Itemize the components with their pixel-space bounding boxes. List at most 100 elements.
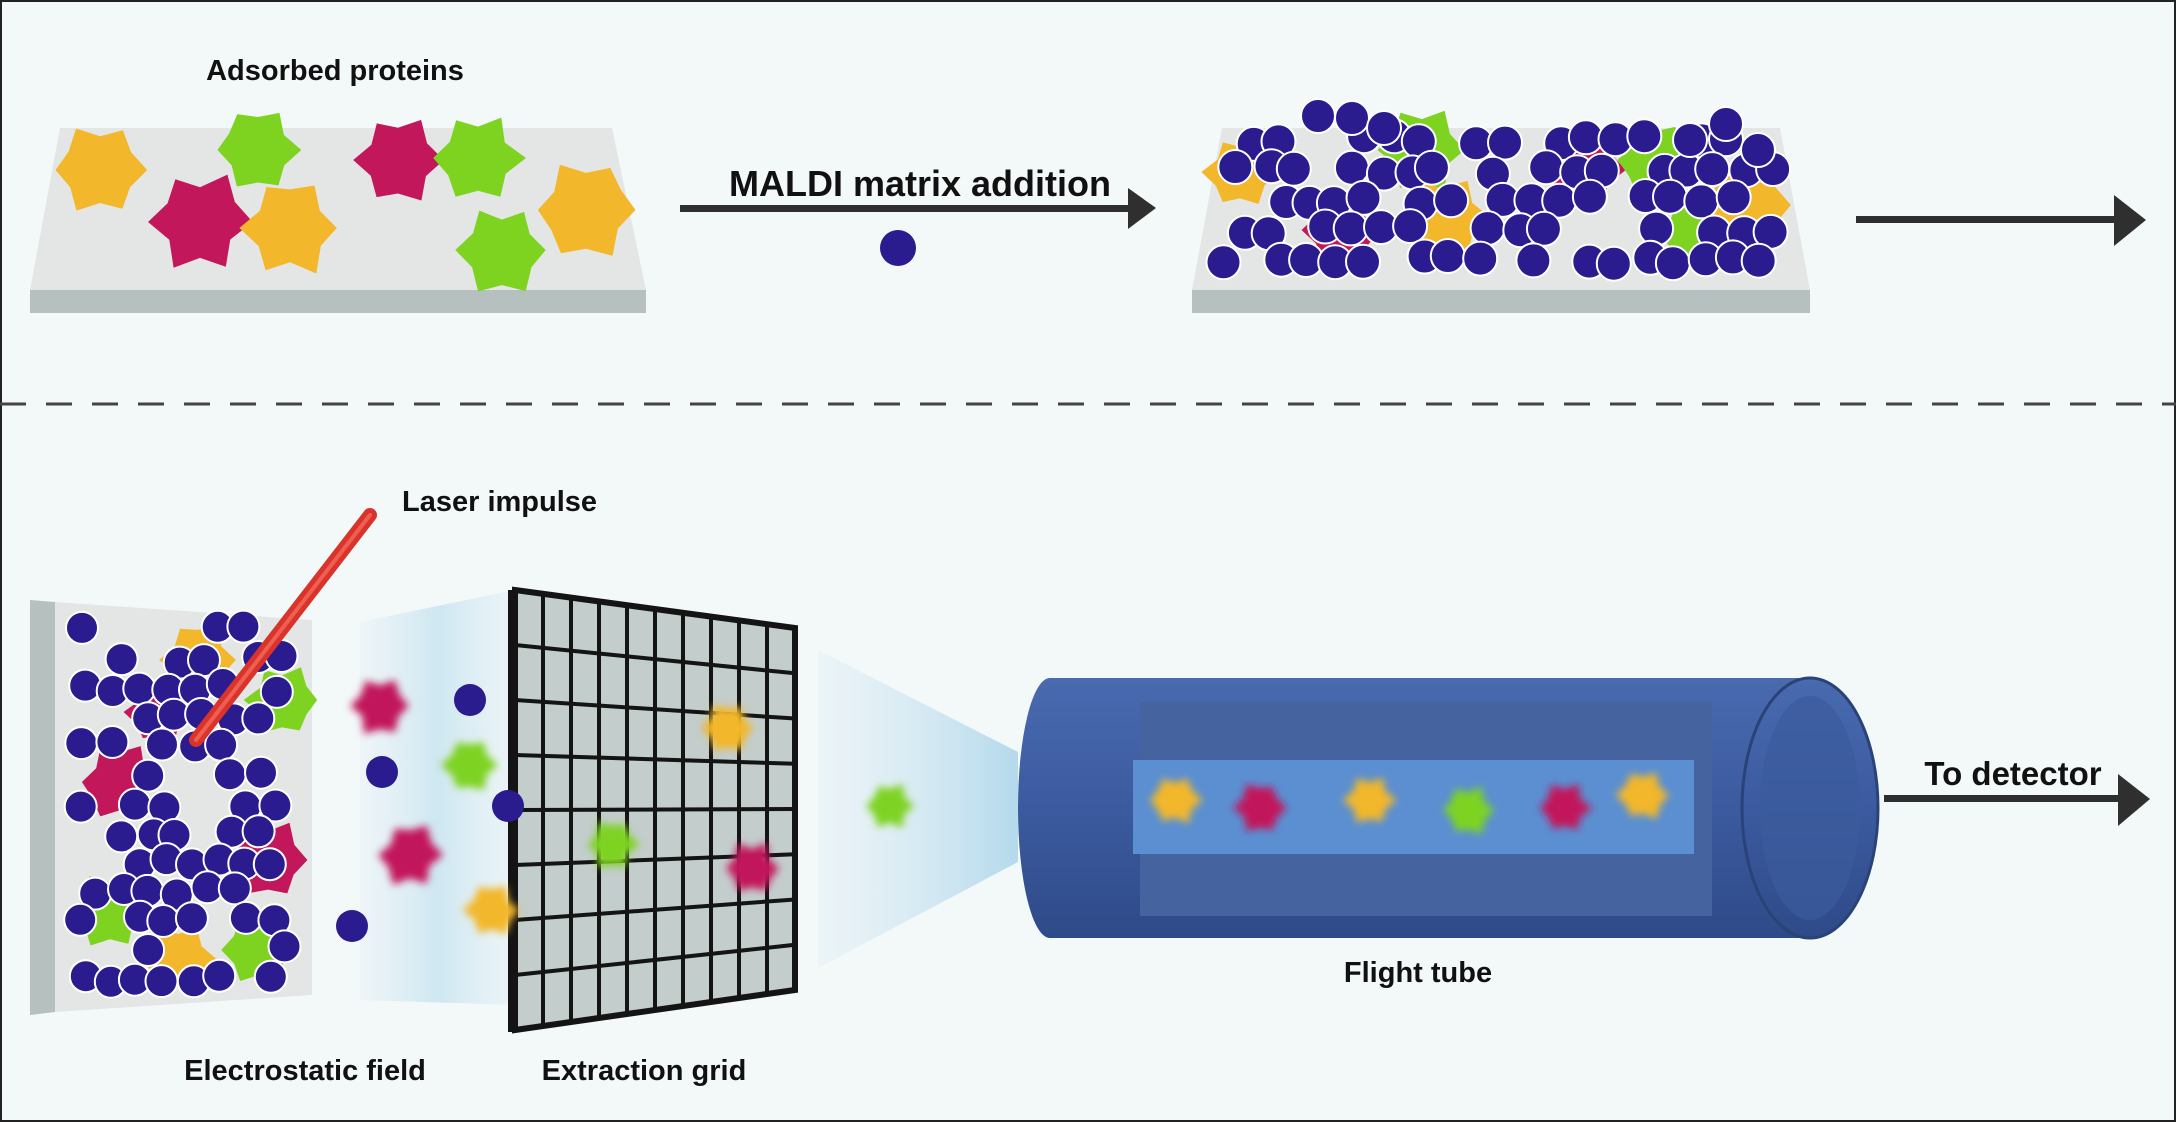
adsorbed-proteins-plate [30, 112, 646, 313]
label-maldi-matrix-addition: MALDI matrix addition [729, 163, 1111, 204]
matrix-molecule-icon [1528, 149, 1565, 186]
matrix-molecule-icon [63, 902, 98, 937]
matrix-molecule-icon [64, 726, 99, 761]
label-adsorbed-proteins: Adsorbed proteins [206, 55, 464, 87]
matrix-molecule-icon [217, 871, 252, 906]
protein-icon [1443, 786, 1495, 834]
protein-icon [1342, 777, 1397, 823]
matrix-molecule-icon [131, 933, 166, 967]
matrix-molecule-icon [1332, 210, 1369, 247]
protein-icon [588, 821, 640, 868]
protein-icon [726, 842, 779, 891]
protein-icon [148, 174, 253, 268]
matrix-molecule-icon [226, 609, 261, 644]
matrix-molecule-icon [146, 904, 181, 938]
matrix-molecule-icon [336, 910, 368, 942]
label-electrostatic-field: Electrostatic field [184, 1055, 426, 1087]
protein-icon [537, 164, 636, 256]
matrix-coated-plate [1192, 98, 1810, 313]
matrix-molecule-icon [63, 789, 98, 824]
matrix-molecule-icon [258, 788, 293, 823]
matrix-molecule-icon [454, 684, 486, 716]
label-laser-impulse: Laser impulse [402, 486, 597, 518]
protein-icon [866, 784, 915, 828]
matrix-molecule-icon [1654, 245, 1691, 282]
protein-icon [1615, 772, 1669, 819]
matrix-molecule-icon [204, 727, 239, 762]
matrix-molecule-icon [202, 958, 237, 993]
protein-icon [217, 112, 302, 187]
matrix-molecule-icon [1595, 245, 1632, 282]
matrix-molecule-icon [1469, 210, 1506, 247]
matrix-molecule-icon [267, 929, 302, 964]
matrix-molecule-icon [104, 642, 139, 677]
electrostatic-field-beam [360, 590, 515, 1005]
label-flight-tube: Flight tube [1344, 957, 1492, 989]
matrix-molecule-icon [366, 756, 398, 788]
matrix-molecule-icon [1525, 210, 1562, 247]
protein-icon [55, 128, 148, 211]
matrix-molecule-icon [1626, 118, 1663, 155]
matrix-molecule-icon [117, 787, 152, 822]
matrix-molecule-icon [1652, 178, 1688, 215]
matrix-molecule-icon [1334, 100, 1370, 136]
protein-icon [700, 704, 753, 751]
protein-icon [462, 886, 520, 935]
matrix-molecule-icon [1275, 150, 1312, 187]
protein-icon [433, 117, 526, 197]
matrix-molecule-icon [1433, 182, 1470, 219]
matrix-molecule-icon [244, 755, 278, 790]
matrix-molecule-icon [259, 674, 294, 709]
laser-beam [189, 508, 377, 747]
continue-arrow [1856, 195, 2146, 246]
matrix-molecule-icon [1571, 178, 1608, 215]
matrix-molecule-icon [1715, 179, 1752, 216]
matrix-molecule-icon [1345, 179, 1382, 216]
matrix-molecule-icon [144, 964, 179, 999]
sample-plate [30, 600, 318, 1015]
matrix-molecule-icon [241, 814, 276, 849]
matrix-molecule-icon [253, 959, 288, 994]
matrix-molecule-icon [228, 900, 263, 935]
matrix-molecule-icon [1366, 110, 1402, 146]
matrix-molecule-icon [1708, 106, 1744, 142]
matrix-molecule-icon [1683, 183, 1720, 220]
protein-icon [1150, 778, 1203, 824]
matrix-molecule-icon [104, 819, 139, 854]
desorbed-ions [336, 680, 915, 942]
maldi-arrow [680, 188, 1156, 229]
matrix-molecule-icon [65, 610, 99, 645]
extraction-grid [508, 586, 798, 1034]
matrix-molecule-icon [1205, 244, 1242, 281]
protein-icon [353, 119, 444, 201]
matrix-molecule-icon [252, 847, 287, 882]
flight-tube [1018, 676, 1880, 940]
protein-icon [440, 742, 498, 790]
matrix-molecule-icon [1740, 242, 1777, 279]
ion-beam-to-tube [818, 650, 1018, 968]
matrix-molecule-icon [122, 671, 157, 706]
protein-icon [1233, 784, 1287, 832]
matrix-molecule-icon [1300, 98, 1336, 134]
protein-icon [378, 825, 444, 885]
detector-arrow [1884, 774, 2150, 826]
matrix-molecule-icon [492, 790, 524, 822]
matrix-molecule-icon [1345, 243, 1381, 280]
matrix-molecule-icon [68, 668, 103, 703]
matrix-molecule-icon [880, 230, 916, 266]
matrix-molecule-icon [1740, 132, 1776, 168]
matrix-molecule-icon [1638, 210, 1675, 247]
matrix-molecule-icon [95, 725, 130, 759]
matrix-molecule-icon [145, 727, 179, 762]
matrix-molecule-icon [1392, 208, 1429, 245]
matrix-molecule-icon [174, 901, 209, 936]
matrix-molecule-icon [1333, 149, 1370, 186]
label-extraction-grid: Extraction grid [542, 1055, 747, 1087]
protein-icon [239, 185, 337, 274]
matrix-molecule-icon [1413, 149, 1450, 186]
protein-icon [455, 210, 546, 292]
matrix-molecule-icon [1429, 238, 1466, 274]
matrix-molecule-icon [1462, 240, 1499, 277]
protein-icon [350, 680, 409, 734]
matrix-molecule-icon [1694, 151, 1731, 188]
